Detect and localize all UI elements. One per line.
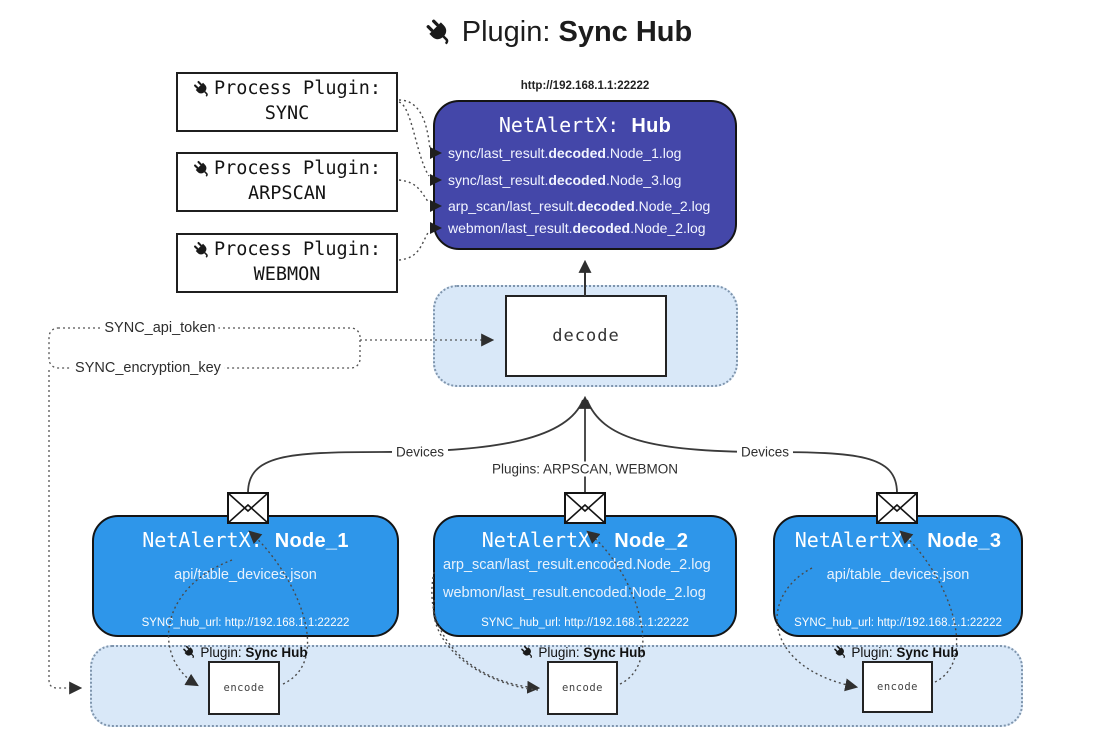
process-plugin-title: Process Plugin: <box>213 78 382 100</box>
node-file-line: arp_scan/last_result.encoded.Node_2.log <box>443 557 711 573</box>
process-plugin-title: Process Plugin: <box>213 239 382 261</box>
dotted-config-to-encoders <box>48 370 83 695</box>
node-box-1: NetAlertX: Node_1 api/table_devices.json… <box>92 515 399 637</box>
process-plugin-box-webmon: Process Plugin: WEBMON <box>176 233 398 293</box>
plug-icon <box>193 80 212 99</box>
plug-icon <box>182 645 197 660</box>
plug-icon <box>193 160 212 179</box>
process-plugin-title: Process Plugin: <box>213 158 382 180</box>
node-box-3: NetAlertX: Node_3 api/table_devices.json… <box>773 515 1023 637</box>
dotted-webmon-to-line4 <box>398 230 430 261</box>
dotted-sync-to-line1 <box>398 99 431 150</box>
process-plugin-box-arpscan: Process Plugin: ARPSCAN <box>176 152 398 212</box>
hub-title: NetAlertX: Hub <box>498 113 672 137</box>
process-plugin-name: WEBMON <box>253 264 321 285</box>
node-file-line: api/table_devices.json <box>174 567 317 583</box>
page-title: Plugin: Sync Hub <box>0 16 1117 49</box>
node-box-2: NetAlertX: Node_2 arp_scan/last_result.e… <box>433 515 737 637</box>
node-hub-url: SYNC_hub_url: http://192.168.1.1:22222 <box>481 617 689 629</box>
plugins-label-middle: Plugins: ARPSCAN, WEBMON <box>487 461 683 477</box>
encoder-plugin-label-2: Plugin: Sync Hub <box>520 645 646 660</box>
sync-api-token-label: SYNC_api_token <box>101 320 219 336</box>
hub-log-line: webmon/last_result.decoded.Node_2.log <box>448 220 706 236</box>
node-title: NetAlertX: Node_1 <box>142 528 349 552</box>
process-plugin-box-sync: Process Plugin: SYNC <box>176 72 398 132</box>
plug-icon <box>520 645 535 660</box>
dotted-arpscan-to-line3 <box>398 179 430 204</box>
dotted-sync-to-line2 <box>398 101 430 177</box>
encoder-plugin-label-3: Plugin: Sync Hub <box>833 645 959 660</box>
plug-icon <box>193 241 212 260</box>
encode-box-1: encode <box>208 661 280 715</box>
node-hub-url: SYNC_hub_url: http://192.168.1.1:22222 <box>141 617 350 629</box>
node-file-line: webmon/last_result.encoded.Node_2.log <box>443 585 706 601</box>
hub-log-line: sync/last_result.decoded.Node_3.log <box>448 172 682 188</box>
page-title-bold: Sync Hub <box>558 16 693 48</box>
process-plugin-name: SYNC <box>264 103 310 124</box>
node-hub-url: SYNC_hub_url: http://192.168.1.1:22222 <box>794 617 1002 629</box>
node-title: NetAlertX: Node_3 <box>794 528 1002 552</box>
hub-url: http://192.168.1.1:22222 <box>520 80 650 92</box>
plug-icon <box>833 645 848 660</box>
encode-box-2: encode <box>547 661 618 715</box>
hub-log-line: arp_scan/last_result.decoded.Node_2.log <box>448 198 711 214</box>
hub-log-line: sync/last_result.decoded.Node_1.log <box>448 145 682 161</box>
sync-encryption-key-label: SYNC_encryption_key <box>72 360 224 376</box>
hub-box: NetAlertX: Hub sync/last_result.decoded.… <box>433 100 737 250</box>
decode-box: decode <box>505 295 667 377</box>
node-file-line: api/table_devices.json <box>826 567 970 583</box>
encode-box-3: encode <box>862 661 933 713</box>
devices-label-left: Devices <box>391 444 449 460</box>
encoder-plugin-label-1: Plugin: Sync Hub <box>182 645 308 660</box>
plug-icon <box>425 18 455 48</box>
node-title: NetAlertX: Node_2 <box>481 528 689 552</box>
process-plugin-name: ARPSCAN <box>248 183 326 204</box>
devices-label-right: Devices <box>736 444 794 460</box>
page-title-prefix: Plugin: <box>461 16 559 48</box>
